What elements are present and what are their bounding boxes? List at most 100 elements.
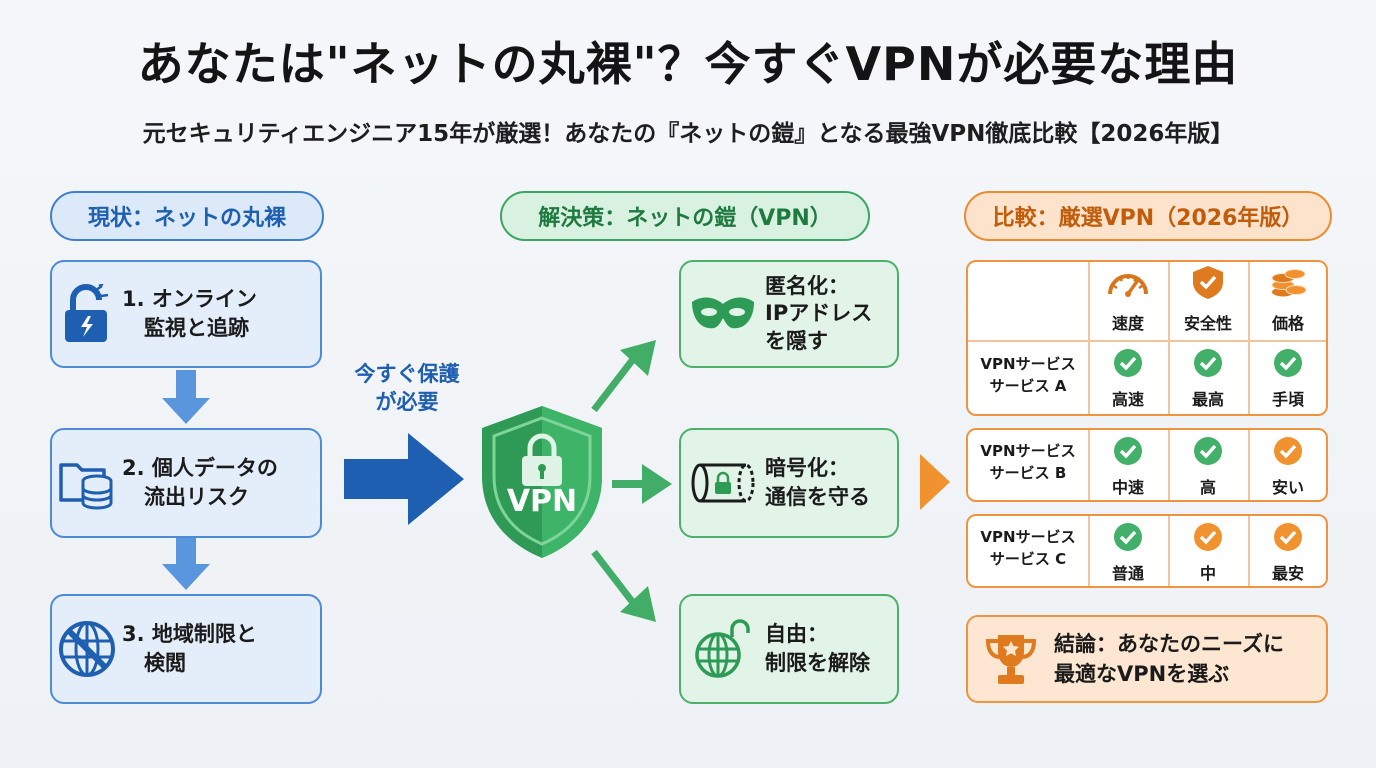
problem-line2: 検閲 bbox=[144, 651, 186, 675]
solution-line2: 通信を守る bbox=[765, 485, 870, 509]
unlocked-padlock-icon bbox=[52, 284, 122, 344]
cell-text: 高 bbox=[1199, 478, 1216, 497]
check-circle-icon bbox=[1114, 349, 1142, 377]
row-label-service-a: VPNサービス サービス A bbox=[968, 354, 1088, 398]
row-label-line1: VPNサービス bbox=[980, 442, 1076, 460]
comparison-row-c bbox=[966, 514, 1328, 588]
problem-card-censorship: 3. 地域制限と 検閲 bbox=[50, 594, 322, 704]
cell-c-price: 最安 bbox=[1248, 522, 1328, 584]
grid-divider bbox=[1088, 430, 1090, 500]
row-label-service-b: VPNサービス サービス B bbox=[968, 441, 1088, 485]
unlocked-globe-icon bbox=[681, 619, 765, 679]
comparison-row-b bbox=[966, 428, 1328, 502]
row-label-line1: VPNサービス bbox=[980, 528, 1076, 546]
solution-card-encrypt: 暗号化： 通信を守る bbox=[679, 428, 899, 538]
cell-text: 高速 bbox=[1111, 390, 1144, 409]
cell-text: 中速 bbox=[1111, 478, 1144, 497]
solution-line2: IPアドレス bbox=[765, 301, 873, 326]
check-circle-icon bbox=[1194, 349, 1222, 377]
grid-divider bbox=[1088, 262, 1090, 414]
solution-card-freedom: 自由： 制限を解除 bbox=[679, 594, 899, 704]
trophy-icon bbox=[968, 631, 1054, 687]
coins-icon bbox=[1271, 269, 1307, 297]
blocked-globe-icon bbox=[52, 619, 122, 679]
check-circle-icon bbox=[1274, 349, 1302, 377]
cell-a-price: 手頃 bbox=[1248, 348, 1328, 410]
problem-line2: 流出リスク bbox=[144, 485, 249, 509]
check-circle-orange-icon bbox=[1274, 437, 1302, 465]
solution-line1: 自由： bbox=[765, 621, 828, 646]
solution-line1: 匿名化： bbox=[765, 274, 849, 299]
check-circle-orange-icon bbox=[1194, 523, 1222, 551]
cell-text: 安い bbox=[1271, 478, 1304, 497]
grid-divider bbox=[968, 340, 1326, 342]
grid-divider bbox=[1168, 430, 1170, 500]
comparison-table-main bbox=[966, 260, 1328, 416]
cell-a-speed: 高速 bbox=[1088, 348, 1168, 410]
arrow-right-icon bbox=[612, 464, 672, 504]
section-header-comparison: 比較：厳選VPN（2026年版） bbox=[964, 191, 1332, 241]
cell-text: 中 bbox=[1199, 564, 1216, 583]
grid-divider bbox=[1088, 516, 1090, 586]
check-circle-orange-icon bbox=[1274, 523, 1302, 551]
protect-label-line1: 今すぐ保護 bbox=[354, 362, 460, 386]
row-label-line2: サービス A bbox=[989, 376, 1067, 395]
section-header-current: 現状：ネットの丸裸 bbox=[50, 191, 324, 241]
solution-line1: 暗号化： bbox=[765, 455, 849, 480]
cell-text: 普通 bbox=[1111, 564, 1144, 583]
column-label: 価格 bbox=[1271, 314, 1304, 333]
problem-line1: 3. 地域制限と bbox=[122, 621, 257, 646]
solution-line2: 制限を解除 bbox=[765, 651, 870, 675]
grid-divider bbox=[1248, 430, 1250, 500]
conclusion-line1: 結論：あなたのニーズに bbox=[1054, 631, 1284, 656]
column-security: 安全性 bbox=[1168, 264, 1248, 334]
arrow-up-right-icon bbox=[591, 340, 656, 413]
solution-card-anonymize: 匿名化： IPアドレス を隠す bbox=[679, 260, 899, 368]
protect-now-label: 今すぐ保護 が必要 bbox=[332, 360, 482, 417]
shield-label: VPN bbox=[506, 484, 578, 519]
problem-line1: 2. 個人データの bbox=[122, 455, 278, 480]
shield-check-icon bbox=[1193, 266, 1223, 299]
cell-text: 手頃 bbox=[1271, 390, 1304, 409]
mask-icon bbox=[681, 294, 765, 334]
row-label-line2: サービス C bbox=[989, 549, 1067, 568]
arrow-down-right-icon bbox=[591, 549, 656, 622]
page-subtitle: 元セキュリティエンジニア15年が厳選！あなたの『ネットの鎧』となる最強VPN徹底… bbox=[142, 121, 1234, 147]
column-label: 安全性 bbox=[1183, 314, 1232, 333]
cell-text: 最安 bbox=[1271, 564, 1304, 583]
grid-divider bbox=[1248, 516, 1250, 586]
grid-divider bbox=[1248, 262, 1250, 414]
page-title: あなたは"ネットの丸裸"？今すぐVPNが必要な理由 bbox=[137, 37, 1239, 91]
orange-right-arrow-icon bbox=[920, 454, 950, 510]
cell-c-security: 中 bbox=[1168, 522, 1248, 584]
row-label-service-c: VPNサービス サービス C bbox=[968, 527, 1088, 571]
solution-line3: を隠す bbox=[765, 328, 828, 353]
conclusion-box: 結論：あなたのニーズに 最適なVPNを選ぶ bbox=[966, 615, 1328, 703]
conclusion-line2: 最適なVPNを選ぶ bbox=[1054, 662, 1230, 686]
problem-card-data-leak: 2. 個人データの 流出リスク bbox=[50, 428, 322, 538]
speedometer-icon bbox=[1108, 274, 1148, 297]
problem-line1: 1. オンライン bbox=[122, 286, 257, 311]
vpn-shield-icon bbox=[482, 406, 602, 558]
cell-b-speed: 中速 bbox=[1088, 436, 1168, 498]
check-circle-icon bbox=[1114, 437, 1142, 465]
grid-divider bbox=[1168, 516, 1170, 586]
column-label: 速度 bbox=[1111, 314, 1144, 333]
big-right-arrow-icon bbox=[344, 433, 464, 525]
row-label-line2: サービス B bbox=[989, 463, 1067, 482]
check-circle-icon bbox=[1114, 523, 1142, 551]
encrypted-tunnel-icon bbox=[681, 460, 765, 506]
down-arrow-icon bbox=[162, 538, 210, 590]
problem-line2: 監視と追跡 bbox=[144, 316, 249, 340]
row-label-line1: VPNサービス bbox=[980, 355, 1076, 373]
column-price: 価格 bbox=[1248, 264, 1328, 334]
section-header-solution: 解決策：ネットの鎧（VPN） bbox=[500, 191, 870, 241]
cell-c-speed: 普通 bbox=[1088, 522, 1168, 584]
problem-card-surveillance: 1. オンライン 監視と追跡 bbox=[50, 260, 322, 368]
grid-divider bbox=[1168, 262, 1170, 414]
cell-b-security: 高 bbox=[1168, 436, 1248, 498]
column-speed: 速度 bbox=[1088, 266, 1168, 334]
down-arrow-icon bbox=[162, 370, 210, 424]
folder-database-icon bbox=[52, 453, 122, 513]
check-circle-icon bbox=[1194, 437, 1222, 465]
